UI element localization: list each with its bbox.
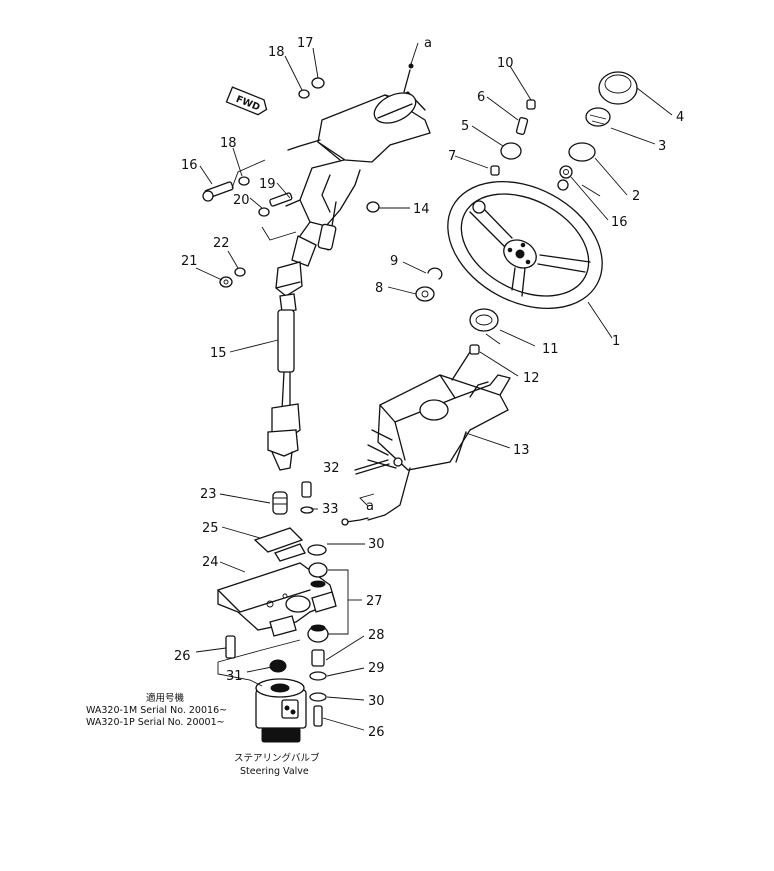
label-16-left: 16 — [181, 158, 198, 173]
label-25: 25 — [202, 521, 219, 536]
label-32: 32 — [323, 461, 340, 476]
horn-ring — [568, 142, 596, 162]
label-4: 4 — [676, 110, 684, 125]
part-labels: a a 1 2 3 4 5 6 7 8 9 10 11 12 13 14 15 … — [174, 36, 684, 740]
label-19: 19 — [259, 177, 276, 192]
label-7: 7 — [448, 149, 456, 164]
label-10: 10 — [497, 56, 514, 71]
label-12: 12 — [523, 371, 540, 386]
label-16-right: 16 — [611, 215, 628, 230]
label-3: 3 — [658, 139, 666, 154]
label-18-top: 18 — [268, 45, 285, 60]
steering-valve — [255, 678, 307, 743]
label-17: 17 — [297, 36, 314, 51]
steering-valve-label-jp: ステアリングバルブ — [234, 752, 320, 764]
bolt-26-left — [225, 635, 236, 659]
steering-valve-caption: ステアリングバルブ Steering Valve — [234, 752, 320, 777]
callout-arrow-a — [359, 493, 375, 507]
callout-a-top: a — [424, 36, 432, 51]
label-2: 2 — [632, 189, 640, 204]
label-22: 22 — [213, 236, 230, 251]
label-27: 27 — [366, 594, 383, 609]
bolt-32-washer-33 — [300, 481, 314, 514]
label-24: 24 — [202, 555, 219, 570]
label-21: 21 — [181, 254, 198, 269]
nut-and-clip — [415, 267, 443, 302]
label-9: 9 — [390, 254, 398, 269]
spinner-knob — [472, 99, 536, 214]
label-5: 5 — [461, 119, 469, 134]
steering-valve-label-en: Steering Valve — [240, 766, 309, 777]
label-26-right: 26 — [368, 725, 385, 740]
shim-plate-25 — [253, 527, 306, 562]
label-8: 8 — [375, 281, 383, 296]
nut-16-wheel — [557, 165, 573, 191]
label-26-left: 26 — [174, 649, 191, 664]
horn-button — [598, 71, 638, 105]
horn-contact — [585, 107, 611, 127]
steering-wheel — [447, 180, 603, 310]
label-33: 33 — [322, 502, 339, 517]
cancel-cam — [469, 308, 499, 355]
label-1: 1 — [612, 334, 620, 349]
label-29: 29 — [368, 661, 385, 676]
label-15: 15 — [210, 346, 227, 361]
serial-note-line1: WA320-1M Serial No. 20016~ — [86, 705, 227, 716]
label-28: 28 — [368, 628, 385, 643]
label-11: 11 — [542, 342, 559, 357]
coupling-23 — [272, 491, 288, 515]
serial-note: 適用号機 WA320-1M Serial No. 20016~ WA320-1P… — [86, 692, 227, 728]
serial-note-line2: WA320-1P Serial No. 20001~ — [86, 717, 225, 728]
steering-column-housing — [354, 351, 511, 521]
serial-note-heading: 適用号機 — [146, 692, 185, 704]
label-18-mid: 18 — [220, 136, 237, 151]
leader-lines — [195, 42, 673, 731]
label-31: 31 — [226, 669, 243, 684]
cushion-stack-27 — [307, 544, 329, 727]
fasteners-left — [202, 77, 380, 288]
label-20: 20 — [233, 193, 250, 208]
washer-31 — [269, 659, 287, 673]
harness-wire — [341, 517, 369, 526]
tilt-column-upper — [285, 63, 431, 267]
label-6: 6 — [477, 90, 485, 105]
label-23: 23 — [200, 487, 217, 502]
universal-joint-upper — [275, 261, 303, 313]
label-14: 14 — [413, 202, 430, 217]
label-30-bottom: 30 — [368, 694, 385, 709]
label-30-top: 30 — [368, 537, 385, 552]
label-13: 13 — [513, 443, 530, 458]
callout-a-bottom: a — [366, 499, 374, 514]
fwd-direction-tag: FWD — [225, 86, 268, 116]
intermediate-shaft — [267, 309, 301, 471]
